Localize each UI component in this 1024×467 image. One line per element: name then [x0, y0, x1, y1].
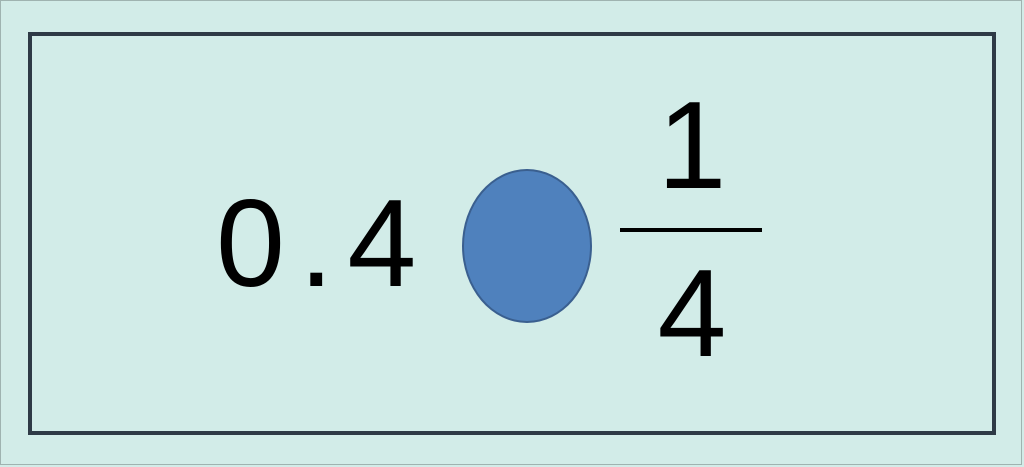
comparison-panel: [28, 32, 996, 435]
comparison-placeholder-circle[interactable]: [462, 169, 592, 323]
decimal-value: 0.4: [216, 175, 431, 313]
fraction-numerator: 1: [657, 77, 727, 215]
fraction-denominator: 4: [657, 245, 727, 383]
fraction-bar: [620, 228, 762, 232]
